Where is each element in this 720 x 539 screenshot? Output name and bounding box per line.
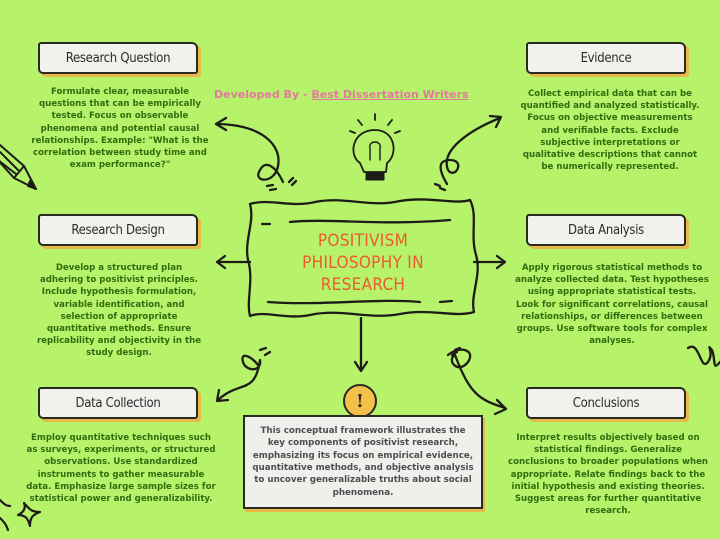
arrow-to-conclusions xyxy=(446,348,507,410)
summary-text: This conceptual framework illustrates th… xyxy=(252,425,474,498)
label-conclusions: Conclusions xyxy=(526,387,686,419)
title-line-1: POSITIVISM xyxy=(317,231,409,251)
arrow-to-data-collection xyxy=(216,354,262,402)
arrow-to-research-question xyxy=(216,122,285,184)
exclamation-icon: ! xyxy=(343,384,377,418)
desc-data-collection: Employ quantitative techniques such as s… xyxy=(26,433,216,505)
desc-data-analysis: Apply rigorous statistical methods to an… xyxy=(515,263,709,347)
credit-link[interactable]: Best Dissertation Writers xyxy=(311,88,469,101)
title-line-2: PHILOSOPHY IN xyxy=(302,253,424,273)
label-text: Evidence xyxy=(580,50,632,66)
label-research-design: Research Design xyxy=(38,214,198,246)
desc-conclusions: Interpret results objectively based on s… xyxy=(507,433,709,517)
desc-research-design: Develop a structured plan adhering to po… xyxy=(36,263,202,359)
squiggle-loop-icon xyxy=(686,345,720,367)
developer-credit: Developed By - Best Dissertation Writers xyxy=(214,88,469,101)
label-evidence: Evidence xyxy=(526,42,686,74)
title-line-3: RESEARCH xyxy=(320,275,406,295)
label-research-question: Research Question xyxy=(38,42,198,74)
desc-research-question: Formulate clear, measurable questions th… xyxy=(31,87,209,171)
label-text: Research Design xyxy=(71,222,165,238)
lightbulb-icon xyxy=(349,113,401,181)
label-text: Data Analysis xyxy=(568,222,644,238)
credit-prefix: Developed By - xyxy=(214,88,312,101)
label-data-analysis: Data Analysis xyxy=(526,214,686,246)
desc-evidence: Collect empirical data that can be quant… xyxy=(520,89,700,173)
summary-box: This conceptual framework illustrates th… xyxy=(243,415,483,509)
central-title: POSITIVISM PHILOSOPHY IN RESEARCH xyxy=(268,230,458,296)
label-text: Data Collection xyxy=(75,395,161,411)
label-text: Conclusions xyxy=(572,395,640,411)
arrow-to-evidence xyxy=(439,116,502,186)
label-data-collection: Data Collection xyxy=(38,387,198,419)
label-text: Research Question xyxy=(65,50,171,66)
